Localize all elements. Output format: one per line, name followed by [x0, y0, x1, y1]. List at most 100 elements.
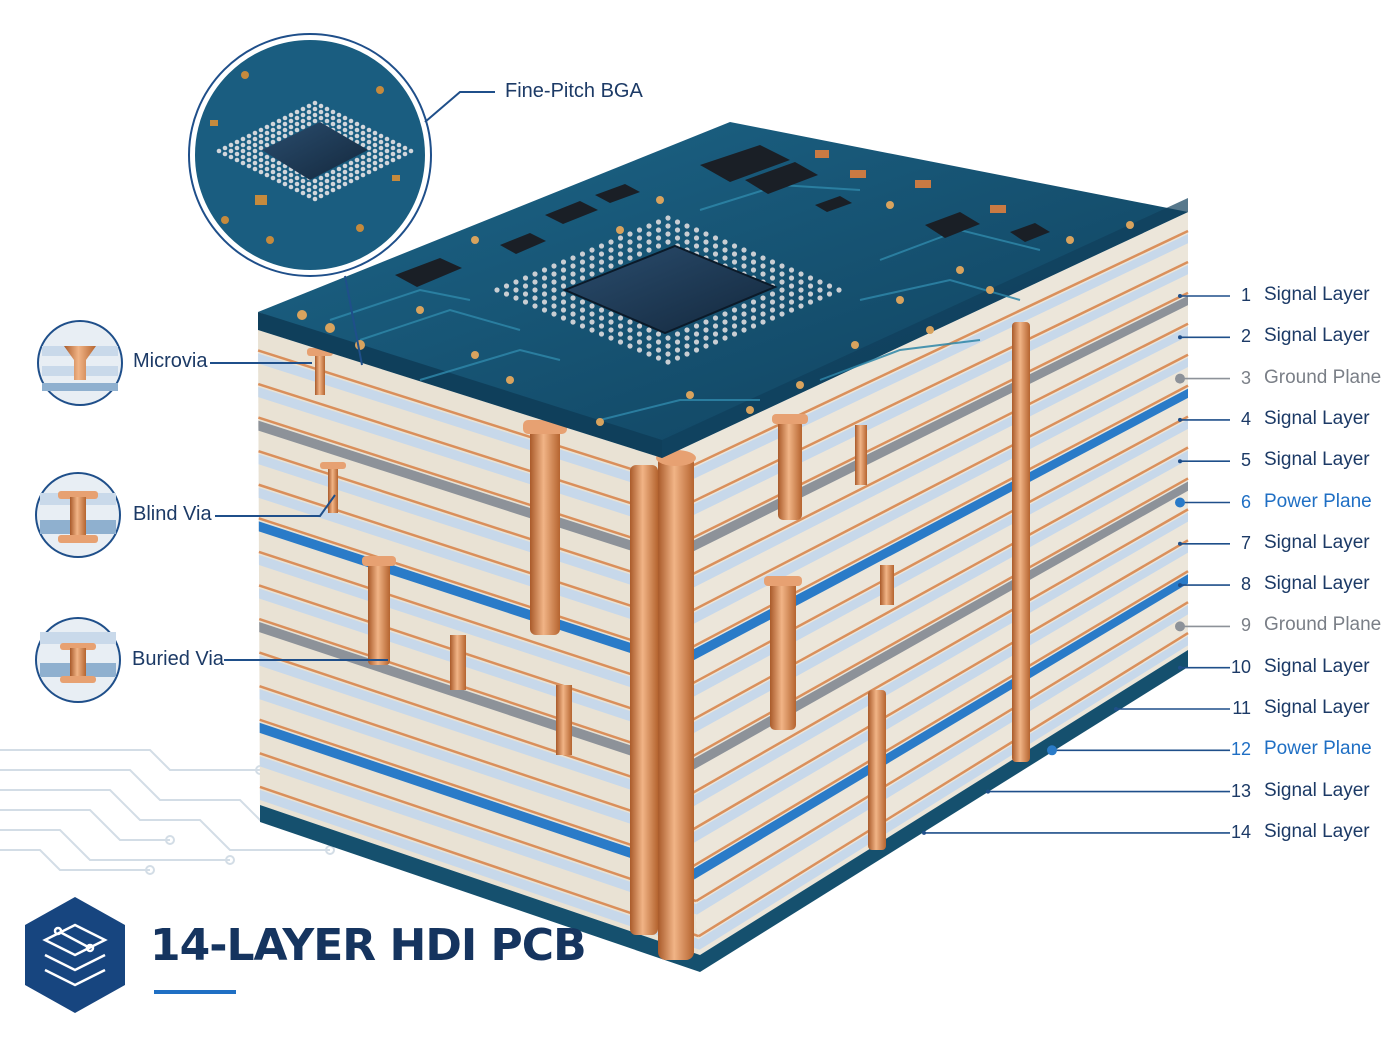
solder-ball — [570, 271, 576, 277]
solder-ball — [769, 315, 776, 321]
copper-foil-5 — [258, 483, 675, 622]
copper-foil-7 — [258, 550, 681, 692]
solder-ball — [551, 311, 557, 317]
solder-ball — [579, 307, 586, 313]
zoom-solder-ball — [378, 139, 384, 145]
layer-name-13: Signal Layer — [1264, 779, 1370, 801]
solder-ball — [807, 275, 814, 281]
solder-ball — [627, 335, 633, 341]
blind-via-icon — [35, 472, 336, 558]
zoom-solder-ball — [300, 190, 306, 196]
zoom-solder-ball — [282, 181, 288, 187]
layer-band-4 — [671, 326, 1188, 599]
zoom-solder-ball — [258, 157, 264, 163]
copper-foil-9 — [684, 477, 1189, 762]
zoom-solder-ball — [258, 133, 264, 139]
zoom-solder-ball — [366, 169, 372, 175]
zoom-solder-ball — [372, 154, 378, 160]
solder-ball — [798, 279, 804, 285]
zoom-solder-ball — [294, 109, 300, 115]
solder-ball — [570, 255, 576, 261]
zoom-solder-ball — [336, 112, 342, 118]
solder-ball — [532, 271, 538, 277]
zoom-solder-ball — [378, 163, 384, 169]
solder-ball — [608, 263, 614, 269]
solder-ball — [779, 287, 785, 293]
solder-ball — [788, 291, 795, 297]
zoom-solder-ball — [378, 151, 384, 157]
solder-ball — [646, 343, 652, 349]
zoom-solder-ball — [324, 190, 330, 196]
zoom-solder-ball — [348, 166, 354, 172]
zoom-solder-ball — [342, 121, 348, 127]
buried-via-callout-label: Buried Via — [132, 648, 224, 670]
solder-ball — [750, 251, 757, 257]
solder-ball — [503, 283, 510, 289]
zoom-solder-ball — [372, 130, 378, 136]
solder-ball — [731, 243, 738, 249]
zoom-solder-ball — [372, 160, 378, 166]
zoom-solder-ball — [288, 112, 294, 118]
zoom-solder-ball — [402, 145, 408, 151]
solder-ball — [541, 299, 548, 305]
solder-ball — [655, 339, 662, 345]
zoom-solder-ball — [294, 127, 300, 133]
solder-ball — [779, 263, 785, 269]
zoom-solder-ball — [222, 151, 228, 157]
zoom-solder-ball — [312, 106, 318, 112]
solder-ball — [579, 323, 586, 329]
solder-ball — [712, 251, 719, 257]
solder-ball — [836, 287, 842, 293]
leader-dot-11 — [1114, 707, 1118, 711]
copper-foil-6 — [676, 384, 1189, 657]
layer-band-11 — [259, 689, 692, 845]
solder-ball — [674, 355, 681, 361]
zoom-solder-ball — [318, 175, 324, 181]
zoom-solder-ball — [276, 178, 282, 184]
solder-ball — [760, 303, 766, 309]
layer-band-7 — [258, 554, 681, 704]
zoom-solder-ball — [252, 142, 258, 148]
solder-ball — [665, 231, 671, 237]
zoom-solder-ball — [276, 166, 282, 172]
bga-magnifier — [188, 33, 495, 366]
solder-ball — [807, 291, 814, 297]
solder-ball — [655, 227, 662, 233]
solder-ball — [703, 319, 709, 325]
zoom-solder-ball — [300, 106, 306, 112]
zoom-solder-ball — [348, 172, 354, 178]
right-face-vias — [764, 322, 1030, 850]
zoom-solder-ball — [360, 154, 366, 160]
zoom-solder-ball — [342, 115, 348, 121]
solder-ball — [655, 219, 662, 225]
layer-name-5: Signal Layer — [1264, 449, 1370, 471]
zoom-solder-ball — [318, 193, 324, 199]
layer-name-2: Signal Layer — [1264, 325, 1370, 347]
solder-ball — [769, 307, 776, 313]
zoom-solder-ball — [360, 142, 366, 148]
solder-ball — [551, 287, 557, 293]
zoom-solder-ball — [372, 148, 378, 154]
zoom-solder-ball — [258, 139, 264, 145]
leader-dot-6 — [1175, 497, 1185, 508]
zoom-solder-ball — [276, 124, 282, 130]
zoom-solder-ball — [264, 130, 270, 136]
zoom-solder-ball — [360, 136, 366, 142]
zoom-solder-ball — [312, 100, 318, 106]
solder-ball — [570, 263, 576, 269]
layer-number-5: 5 — [1240, 450, 1251, 471]
zoom-solder-ball — [354, 121, 360, 127]
solder-ball — [674, 235, 681, 241]
zoom-solder-ball — [294, 187, 300, 193]
layer-name-9: Ground Plane — [1264, 614, 1382, 636]
zoom-solder-ball — [354, 157, 360, 163]
layer-number-14: 14 — [1230, 821, 1251, 842]
solder-ball — [579, 259, 586, 265]
layer-band-12 — [259, 722, 695, 880]
zoom-solder-ball — [240, 160, 246, 166]
zoom-solder-ball — [282, 127, 288, 133]
solder-ball — [513, 287, 519, 293]
zoom-solder-ball — [324, 178, 330, 184]
solder-ball — [503, 291, 510, 297]
solder-ball — [760, 311, 766, 317]
